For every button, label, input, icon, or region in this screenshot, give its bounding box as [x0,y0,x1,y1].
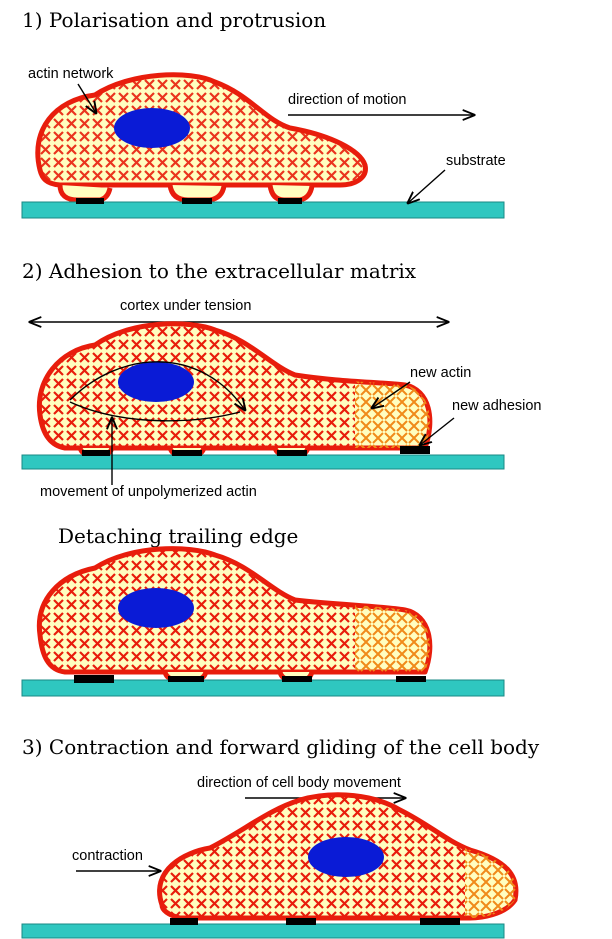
new-actin-label: new actin [410,365,471,381]
nucleus [118,588,194,628]
direction-of-motion-label: direction of motion [288,92,406,108]
adhesion [396,676,426,682]
cell-body-direction-label: direction of cell body movement [197,775,401,791]
nucleus [308,837,384,877]
adhesion [282,676,312,682]
adhesion [182,198,212,204]
substrate-step3 [22,924,504,938]
actin-network-label: actin network [28,66,114,82]
adhesion [170,918,198,925]
adhesion [277,450,307,456]
adhesion [278,198,302,204]
unpolymerized-actin-label: movement of unpolymerized actin [40,484,257,500]
adhesion [168,676,204,682]
adhesion [420,918,460,925]
adhesion [172,450,202,456]
nucleus [118,362,194,402]
new-adhesion-label: new adhesion [452,398,542,414]
adhesion [82,450,110,456]
detach-title: Detaching trailing edge [58,524,298,548]
step2-title: 2) Adhesion to the extracellular matrix [22,259,417,283]
step3-title: 3) Contraction and forward gliding of th… [22,735,540,759]
adhesion [286,918,316,925]
substrate-step2 [22,455,504,469]
step1-title: 1) Polarisation and protrusion [22,8,326,32]
cortex-tension-label: cortex under tension [120,298,251,314]
cell-step3 [150,785,525,925]
adhesion [76,198,104,204]
substrate-pointer [408,170,445,203]
adhesion [400,446,430,454]
substrate-step1 [22,202,504,218]
cell-detach [30,540,445,680]
cell-step2 [30,315,445,455]
adhesion [74,675,114,683]
contraction-label: contraction [72,848,143,864]
nucleus [114,108,190,148]
substrate-label: substrate [446,153,506,169]
